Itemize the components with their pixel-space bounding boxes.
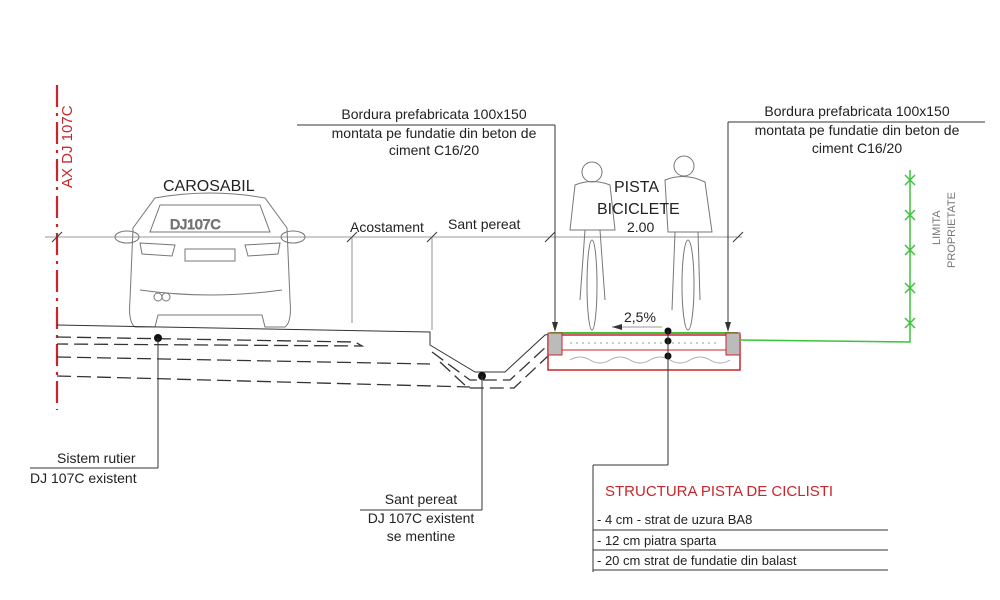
- bordura-right-callout: Bordura prefabricata 100x150 montata pe …: [725, 103, 985, 332]
- sistem-rutier-callout: Sistem rutier DJ 107C existent: [30, 334, 162, 486]
- pista-label-line2: BICICLETE: [597, 201, 680, 218]
- ditch-layer-2: [439, 355, 549, 389]
- road-layer-2: [56, 356, 431, 365]
- svg-text:ciment C16/20: ciment C16/20: [389, 142, 479, 158]
- structura-callout: STRUCTURA PISTA DE CICLISTI - 4 cm - str…: [592, 327, 888, 572]
- property-limit-markers: [904, 174, 916, 329]
- car-rear-view: DJ107C: [114, 192, 306, 328]
- road-layer-3: [56, 375, 471, 388]
- road-layer-1: [56, 336, 365, 347]
- dimension-line: [45, 231, 744, 330]
- svg-text:montata pe fundatie din beton: montata pe fundatie din beton de: [332, 125, 537, 141]
- svg-text:montata pe fundatie din beton: montata pe fundatie din beton de: [755, 122, 960, 138]
- sant-pereat-label: Sant pereat: [448, 216, 520, 232]
- layer-item: - 20 cm strat de fundatie din balast: [597, 553, 797, 568]
- svg-text:DJ 107C existent: DJ 107C existent: [30, 470, 137, 486]
- car-plate-text: DJ107C: [170, 216, 221, 232]
- limita-label-line2: PROPRIETATE: [946, 192, 958, 268]
- ditch-layer-1: [431, 344, 549, 381]
- svg-text:Sistem rutier: Sistem rutier: [57, 450, 136, 466]
- road-surface-line: [56, 324, 556, 373]
- cyclists-illustration: [569, 155, 713, 331]
- layer-item: - 12 cm piatra sparta: [597, 533, 717, 548]
- svg-text:Sant pereat: Sant pereat: [385, 491, 457, 507]
- property-limit-line: [739, 170, 911, 343]
- axis-label: AX DJ 107C: [59, 105, 76, 188]
- slope-label: 2,5%: [624, 309, 656, 325]
- structura-title: STRUCTURA PISTA DE CICLISTI: [605, 483, 833, 500]
- bike-lane-structure: [547, 332, 741, 371]
- sant-existent-callout: Sant pereat DJ 107C existent se mentine: [360, 372, 486, 544]
- slope-arrowhead-icon: [612, 324, 622, 330]
- limita-label-line1: LIMITA: [931, 210, 943, 245]
- pista-label-line1: PISTA: [614, 179, 659, 196]
- width-label: 2.00: [627, 219, 654, 235]
- svg-text:Bordura prefabricata 100x150: Bordura prefabricata 100x150: [764, 103, 949, 119]
- layer-item: - 4 cm - strat de uzura BA8: [597, 512, 752, 527]
- svg-text:se mentine: se mentine: [387, 528, 456, 544]
- svg-text:Bordura prefabricata 100x150: Bordura prefabricata 100x150: [341, 106, 526, 122]
- acostament-label: Acostament: [350, 219, 424, 235]
- carosabil-label: CAROSABIL: [163, 178, 255, 195]
- svg-text:ciment C16/20: ciment C16/20: [812, 140, 902, 156]
- svg-text:DJ 107C existent: DJ 107C existent: [368, 510, 475, 526]
- bordura-left-callout: Bordura prefabricata 100x150 montata pe …: [297, 106, 558, 332]
